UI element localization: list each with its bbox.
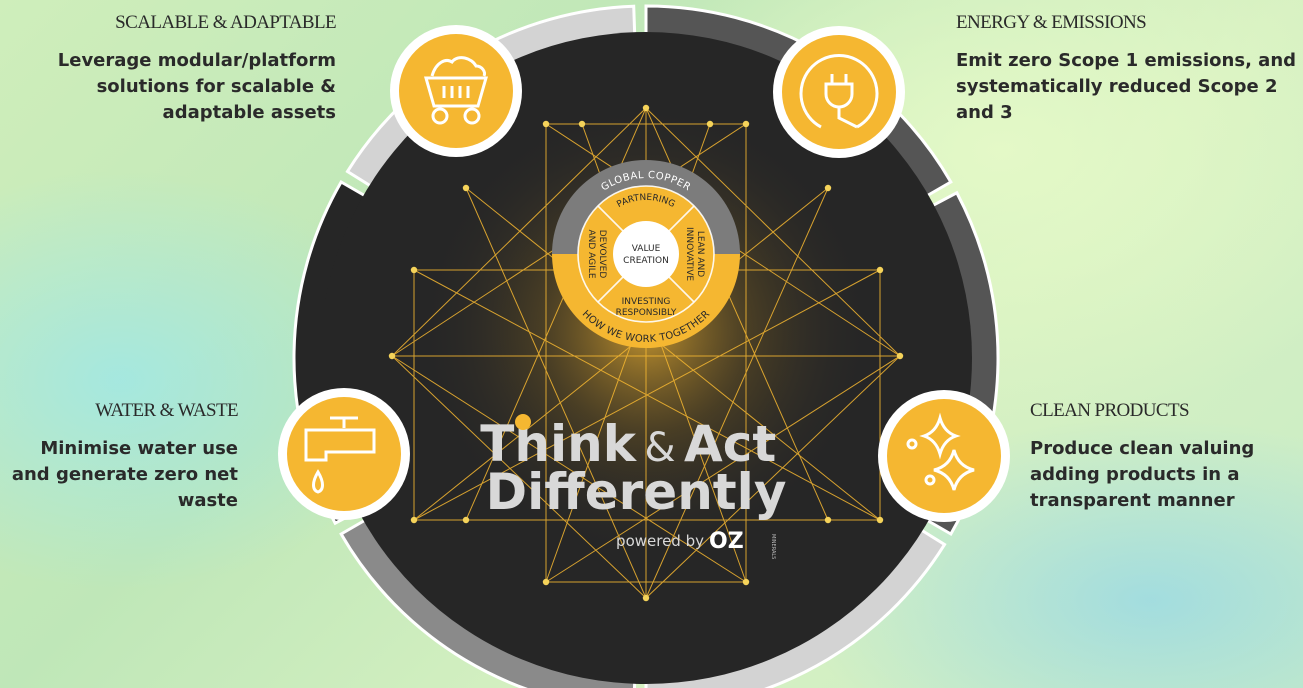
section-scalable-title: SCALABLE & ADAPTABLE [115, 12, 336, 33]
network-node [876, 266, 884, 274]
section-energy: ENERGY & EMISSIONS Emit zero Scope 1 emi… [956, 12, 1296, 126]
network-node [642, 594, 650, 602]
network-node [876, 516, 884, 524]
segment-devolved-label: DEVOLVED AND AGILE [586, 229, 607, 278]
brand-act: Act [684, 415, 776, 473]
badge-water [278, 388, 410, 520]
network-node [462, 184, 470, 192]
section-water-title: WATER & WASTE [95, 400, 238, 421]
network-nodes [388, 104, 904, 602]
section-water-text: Minimise water use and generate zero net… [11, 438, 238, 511]
network-node [824, 516, 832, 524]
network-node [578, 120, 586, 128]
oz-logo: OZ [709, 529, 744, 554]
network-node [742, 578, 750, 586]
network-node [388, 352, 396, 360]
segment-lean-label-1: LEAN AND [695, 231, 705, 277]
segment-lean-label: LEAN AND INNOVATIVE [684, 227, 705, 281]
network-node [742, 120, 750, 128]
section-scalable-text: Leverage modular/platform solutions for … [57, 50, 336, 123]
segment-investing-label-2: RESPONSIBLY [616, 308, 677, 318]
mining-cart-icon [424, 56, 488, 125]
badge-clean [878, 390, 1010, 522]
section-clean: CLEAN PRODUCTS Produce clean valuing add… [1030, 400, 1280, 514]
network-node [896, 352, 904, 360]
badge-energy [773, 26, 905, 158]
sparkles-icon [906, 412, 975, 491]
wheel-center [613, 221, 679, 287]
segment-devolved-label-1: DEVOLVED [597, 230, 607, 279]
network-node [542, 120, 550, 128]
network-node [462, 516, 470, 524]
brand-ampersand: & [644, 425, 675, 471]
section-water: WATER & WASTE Minimise water use and gen… [0, 400, 239, 514]
center-label-2: CREATION [623, 256, 669, 266]
brand-differently: Differently [486, 463, 787, 521]
branding: Think & Act Differently powered by OZ MI… [480, 414, 786, 559]
network-node [642, 104, 650, 112]
segment-devolved-label-2: AND AGILE [586, 229, 596, 278]
section-clean-text: Produce clean valuing adding products in… [1030, 438, 1255, 511]
section-scalable: SCALABLE & ADAPTABLE Leverage modular/pl… [40, 12, 337, 126]
network-node [824, 184, 832, 192]
brand-dot [515, 414, 531, 430]
section-clean-title: CLEAN PRODUCTS [1030, 400, 1190, 421]
network-node [410, 516, 418, 524]
segment-investing-label-1: INVESTING [622, 297, 671, 307]
powered-by-label: powered by [616, 532, 704, 550]
center-label-1: VALUE [632, 244, 661, 254]
network-node [706, 120, 714, 128]
network-node [410, 266, 418, 274]
brand-think: Think [480, 415, 637, 473]
oz-logo-sub: MINERALS [770, 534, 776, 559]
power-plug-icon [799, 54, 879, 129]
badge-scalable [390, 25, 522, 157]
section-energy-text: Emit zero Scope 1 emissions, and systema… [956, 50, 1297, 123]
section-energy-title: ENERGY & EMISSIONS [956, 12, 1147, 33]
value-wheel: GLOBAL COPPER HOW WE WORK TOGETHER PARTN… [552, 160, 740, 348]
segment-lean-label-2: INNOVATIVE [684, 227, 694, 281]
water-tap-icon [304, 416, 376, 494]
network-node [542, 578, 550, 586]
